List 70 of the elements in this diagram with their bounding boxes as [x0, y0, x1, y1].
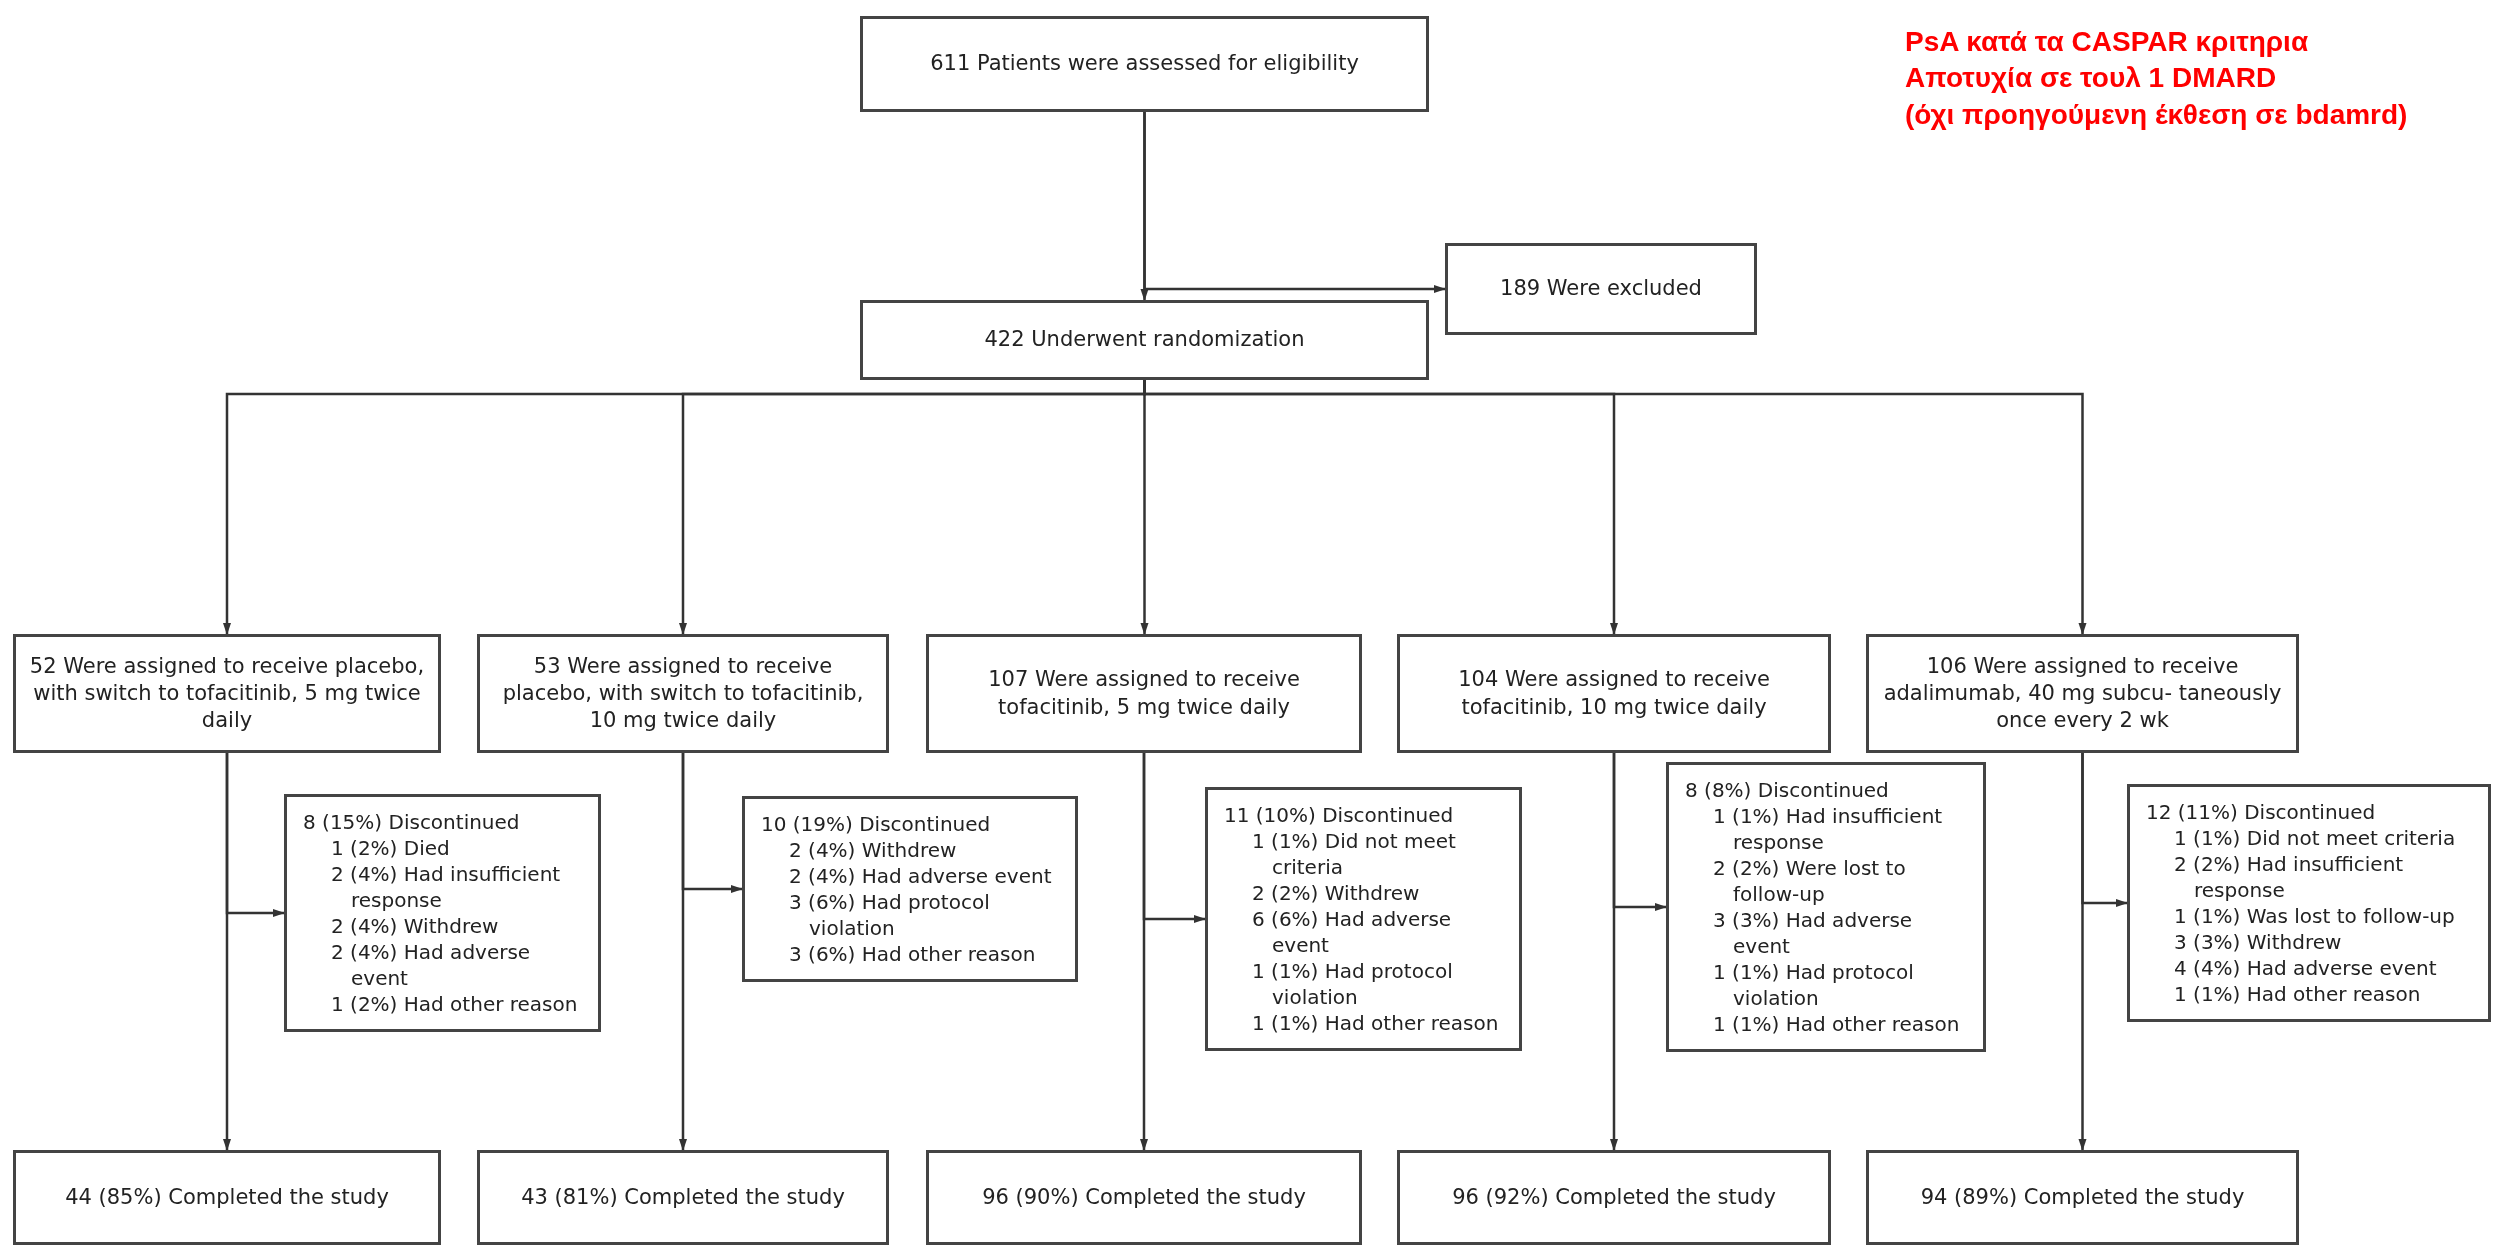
reason-text: 3 (6%) Had other reason [788, 941, 1037, 967]
reason-text: 6 (6%) Had adverse event [1251, 906, 1453, 958]
reason-text: 3 (3%) Withdrew [2173, 929, 2343, 955]
arrow [1610, 753, 1618, 1151]
process-box [860, 16, 1429, 112]
arrow [2078, 753, 2087, 1151]
reason-text: 4 (4%) Had adverse event [2173, 955, 2438, 981]
group-box [926, 634, 1362, 753]
discontinued-box [742, 796, 1078, 982]
box-text: 422 Underwent randomization [984, 326, 1305, 354]
box-heading: 12 (11%) Discontinued [2146, 799, 2377, 825]
group-box [477, 634, 889, 753]
process-box [926, 1150, 1362, 1245]
box-text: 106 Were assigned to receive adalimumab, 40 mg subcu- taneously once every 2 wk [1882, 652, 2283, 735]
box-text: 107 Were assigned to receive tofacitinib, 5 mg twice daily [987, 666, 1301, 721]
box-text: 104 Were assigned to receive tofacitinib, 10 mg twice daily [1457, 666, 1771, 721]
note-text: PsA κατά τα CASPAR κριτηρια [1905, 25, 2310, 59]
note-text: Αποτυχία σε τουλ 1 DMARD [1905, 61, 2278, 96]
box-heading: 11 (10%) Discontinued [1224, 802, 1455, 828]
group-box [1866, 634, 2299, 753]
process-box [1397, 1150, 1831, 1245]
process-box [1866, 1150, 2299, 1245]
reason-text: 2 (4%) Had insufficient response [330, 861, 562, 913]
box-text: 52 Were assigned to receive placebo, with switch to tofacitinib, 5 mg twice daily [28, 652, 426, 735]
discontinued-box [284, 794, 601, 1032]
discontinued-box [1205, 787, 1522, 1051]
process-box [477, 1150, 889, 1245]
reason-text: 1 (2%) Had other reason [330, 991, 579, 1017]
reason-text: 2 (4%) Had adverse event [788, 863, 1053, 889]
reason-text: 2 (2%) Withdrew [1251, 880, 1421, 906]
reason-text: 2 (2%) Had insufficient response [2173, 851, 2405, 903]
box-text: 96 (92%) Completed the study [1452, 1183, 1776, 1211]
arrow [223, 753, 231, 1151]
reason-text: 1 (1%) Had other reason [1712, 1011, 1961, 1037]
box-heading: 10 (19%) Discontinued [761, 811, 992, 837]
process-box [1445, 243, 1757, 335]
reason-text: 1 (1%) Had protocol violation [1251, 958, 1454, 1010]
group-box [13, 634, 441, 753]
box-text: 44 (85%) Completed the study [65, 1183, 389, 1211]
box-text: 94 (89%) Completed the study [1920, 1183, 2245, 1211]
reason-text: 2 (2%) Were lost to follow-up [1712, 855, 1907, 907]
reason-text: 1 (1%) Did not meet criteria [1251, 828, 1457, 880]
arrow [679, 753, 687, 1151]
discontinued-box [2127, 784, 2491, 1022]
reason-text: 1 (1%) Had other reason [1251, 1010, 1500, 1036]
reason-text: 1 (1%) Had insufficient response [1712, 803, 1944, 855]
box-text: 189 Were excluded [1500, 275, 1702, 303]
box-text: 611 Patients were assessed for eligibility [930, 50, 1359, 78]
reason-text: 2 (4%) Had adverse event [330, 939, 532, 991]
reason-text: 1 (1%) Did not meet criteria [2173, 825, 2457, 851]
process-box [860, 300, 1429, 380]
box-text: 53 Were assigned to receive placebo, with switch to tofacitinib, 10 mg twice daily [501, 652, 865, 735]
box-text: 96 (90%) Completed the study [982, 1183, 1306, 1211]
reason-text: 3 (3%) Had adverse event [1712, 907, 1914, 959]
reason-text: 1 (2%) Died [330, 835, 451, 861]
reason-text: 1 (1%) Had protocol violation [1712, 959, 1915, 1011]
box-heading: 8 (8%) Discontinued [1685, 777, 1890, 803]
process-box [13, 1150, 441, 1245]
note-text: (όχι προηγούμενη έκθεση σε bdamrd) [1905, 97, 2409, 132]
group-box [1397, 634, 1831, 753]
arrow [1143, 112, 1446, 293]
reason-text: 3 (6%) Had protocol violation [788, 889, 991, 941]
arrow [1140, 753, 1148, 1151]
box-text: 43 (81%) Completed the study [521, 1183, 845, 1211]
box-heading: 8 (15%) Discontinued [303, 809, 521, 835]
reason-text: 1 (1%) Was lost to follow-up [2173, 903, 2456, 929]
reason-text: 2 (4%) Withdrew [788, 837, 958, 863]
discontinued-box [1666, 762, 1986, 1052]
reason-text: 2 (4%) Withdrew [330, 913, 500, 939]
reason-text: 1 (1%) Had other reason [2173, 981, 2422, 1007]
